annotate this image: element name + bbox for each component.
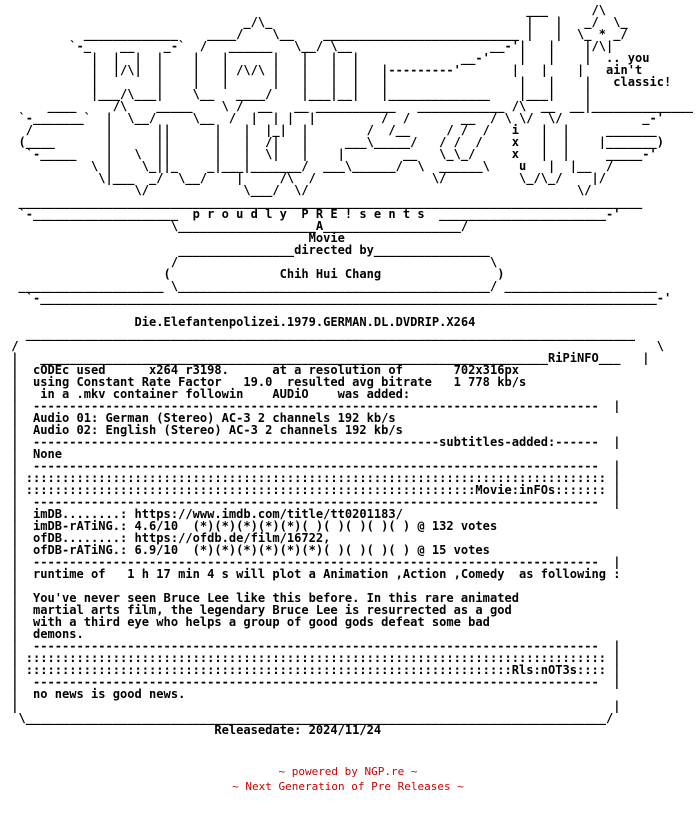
nfo-line: | ::::::::::::::::::::::::::::::::::::::… [4, 471, 621, 485]
nfo-line: Movie [4, 231, 345, 245]
nfo-line: (____ | || | | /| | ___\_____/ / / / x |… [4, 135, 665, 149]
nfo-line: | --------------------------------------… [4, 399, 621, 413]
nfo-line: | --------------------------------------… [4, 495, 621, 509]
nfo-line: | --------------------------------------… [4, 675, 621, 689]
nfo-line: | | | | | | | | | | __-' | | | .. you [4, 51, 650, 65]
nfo-line: | ::::::::::::::::::::::::::::::::::::::… [4, 483, 621, 497]
nfo-line: | --------------------------------------… [4, 435, 621, 449]
nfo-line: | --------------------------------------… [4, 555, 621, 569]
powered-by-text: ~ powered by NGP.re ~ [278, 765, 418, 778]
nfo-line: | You've never seen Bruce Lee like this … [4, 591, 519, 605]
nfo-line: \_______________________________________… [4, 711, 614, 725]
nfo-line: | imDB-rATiNG.: 4.6/10 (*)(*)(*)(*)(*)( … [4, 519, 498, 533]
nfo-line: _/\_ | | _/ \_ [4, 15, 628, 29]
nfo-line: | --------------------------------------… [4, 639, 621, 653]
nfo-line: ________________________________________… [4, 195, 643, 209]
nfo-line: | |/\| | | | /\/\ | | | | |---------' | … [4, 63, 643, 77]
nfo-line: | martial arts film, the legendary Bruce… [4, 603, 512, 617]
nfo-line: `-_ __ _-` / ______ \__/ \__ __-'| | |/\… [4, 39, 614, 53]
nfo-line: | ofDB-rATiNG.: 6.9/10 (*)(*)(*)(*)(*)(*… [4, 543, 490, 557]
nfo-line: `-_______` | \__/ \__ / | | | | / / __ /… [4, 111, 665, 125]
nfo-line: | with a third eye who helps a group of … [4, 615, 490, 629]
nfo-line: | cODEc used x264 r3198. at a resolution… [4, 363, 519, 377]
nfo-line: | in a .mkv container followin AUDiO was… [4, 387, 411, 401]
nfo-line: / \ [4, 255, 498, 269]
nfo-line: | ::::::::::::::::::::::::::::::::::::::… [4, 663, 621, 677]
nfo-line: |___/\___| \__ ____/ |___|__| |_________… [4, 87, 592, 101]
nfo-line: \/ \___/ \/ \/ [4, 183, 592, 197]
nfo-line: ________________________________________… [4, 327, 635, 341]
nfo-line: | ofDB........: https://ofdb.de/film/167… [4, 531, 331, 545]
nfo-line: Releasedate: 2024/11/24 [4, 723, 382, 737]
nfo-line: `-______________________________________… [4, 291, 672, 305]
nfo-line: | no news is good news. [4, 687, 186, 701]
nfo-line: `-_____ | \ || | | \| | | __ \_\_/ x | |… [4, 147, 657, 161]
nfo-line: | using Constant Rate Factor 19.0 result… [4, 375, 527, 389]
nfo-line: ___ /\ [4, 3, 606, 17]
nfo-line: \___________________A___________________… [4, 219, 469, 233]
nfo-line: | Audio 01: German (Stereo) AC-3 2 chann… [4, 411, 396, 425]
nfo-line: / | || | | |_| | / /__ / / / i | | _____… [4, 123, 657, 137]
nfo-line: | demons. [4, 627, 84, 641]
nfo-line: | | [4, 699, 621, 713]
nfo-line: | ::::::::::::::::::::::::::::::::::::::… [4, 651, 621, 665]
nfo-line: ____________________ \__________________… [4, 279, 657, 293]
nfo-line: ____ /\ _____ \ / __ __ ___________ ____… [4, 99, 694, 113]
nfo-line: | | | | | | | | | | | | classic! [4, 75, 672, 89]
nfo-line: _____________ ____/ \__ ________________… [4, 27, 628, 41]
nfo-line: | Audio 02: English (Stereo) AC-3 2 chan… [4, 423, 403, 437]
nfo-line: ( Chih Hui Chang ) [4, 267, 505, 281]
nfo-line: \|___ _/ \__/ | /\ / \/ \_/\_/ |/ [4, 171, 606, 185]
tagline-text: ~ Next Generation of Pre Releases ~ [232, 780, 464, 793]
nfo-line: | runtime of 1 h 17 min 4 s will plot a … [4, 567, 621, 581]
nfo-line: \ | \_||_ _|___|_______/ ___\______/ \ _… [4, 159, 614, 173]
nfo-line: | --------------------------------------… [4, 459, 621, 473]
nfo-ascii-text: ___ /\ _/\_ | | _/ \_ _____________ ____… [4, 4, 693, 736]
nfo-line: | None [4, 447, 63, 461]
nfo-line: | [4, 579, 19, 593]
nfo-line: `-____________________ p r o u d l y P R… [4, 207, 621, 221]
nfo-line: | imDB........: https://www.imdb.com/tit… [4, 507, 403, 521]
nfo-line: / \ [4, 339, 665, 353]
footer: ~ powered by NGP.re ~ ~ Next Generation … [0, 764, 696, 794]
nfo-line: ________________directed by_____________… [4, 243, 490, 257]
nfo-line: Die.Elefantenpolizei.1979.GERMAN.DL.DVDR… [4, 315, 476, 329]
nfo-line: | ______________________________________… [4, 351, 650, 365]
